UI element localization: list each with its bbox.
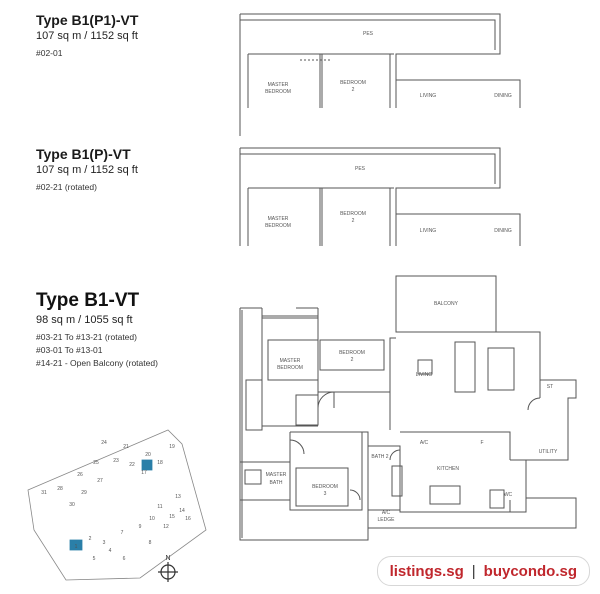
plan-b1 [239,275,577,541]
block-number: 5 [93,556,96,562]
unit-title: Type B1(P)-VT [36,146,131,162]
block-number: 22 [129,462,135,468]
plan-b1p [239,147,521,246]
block-number: 8 [149,540,152,546]
plan-label-kitchen: KITCHEN [437,466,459,472]
block-number: 27 [97,478,103,484]
plan-label-bedroom3: BEDROOM [312,484,338,490]
plan-label-dining: DINING [494,228,512,234]
plan-label-wc: WC [504,492,513,498]
block-number: 7 [121,530,124,536]
plan-label-2: 2 [351,357,354,363]
block-number: 28 [57,486,63,492]
north-arrow-icon: N [158,555,178,582]
block-number: 13 [175,494,181,500]
block-number: 4 [109,548,112,554]
plan-label-bedroom: BEDROOM [265,223,291,229]
block-number: 25 [93,460,99,466]
block-number: 1 [75,544,78,550]
block-number: 23 [113,458,119,464]
watermark-left: listings.sg [389,562,464,580]
plan-label-utility: UTILITY [539,449,558,455]
plan-label-bedroom2: BEDROOM [340,80,366,86]
plan-label-pes: PES [363,31,374,37]
unit-note: #02-01 [36,48,63,58]
plan-label-master-bath: MASTER [266,472,287,478]
unit-area: 107 sq m / 1152 sq ft [36,164,138,176]
block-number: 18 [157,460,163,466]
site-plan [27,429,207,581]
plan-label-master: MASTER [280,358,301,364]
plan-label-ledge: LEDGE [378,517,396,523]
block-number: 24 [101,440,107,446]
plan-label-3: 3 [324,491,327,497]
plan-label-2: 2 [352,87,355,93]
plan-label-f: F [480,440,483,446]
block-number: 26 [77,472,83,478]
block-number: 17 [141,470,147,476]
plan-label-bedroom2: BEDROOM [339,350,365,356]
plan-label-bedroom: BEDROOM [265,89,291,95]
block-number: 20 [145,452,151,458]
plan-label-balcony: BALCONY [434,301,459,307]
unit-note: #14-21 - Open Balcony (rotated) [36,358,158,368]
plan-label-bath2: BATH 2 [371,454,388,460]
unit-info-b1p: Type B1(P)-VT 107 sq m / 1152 sq ft #02-… [36,146,138,194]
block-number: 15 [169,514,175,520]
block-number: 11 [157,504,162,510]
block-number: 30 [69,502,75,508]
plan-label-bedroom: BEDROOM [277,365,303,371]
block-number: 9 [139,524,142,530]
plan-b1p1 [239,13,521,136]
unit-title: Type B1-VT [36,290,140,311]
unit-info-b1: Type B1-VT 98 sq m / 1055 sq ft #03-21 T… [36,290,158,370]
plan-label-ac: A/C [420,440,429,446]
plan-label-ac-ledge: A/C [382,510,391,516]
unit-area: 98 sq m / 1055 sq ft [36,314,133,326]
block-number: 29 [81,490,87,496]
north-label: N [165,555,170,562]
watermark: listings.sg | buycondo.sg [376,556,590,586]
block-number: 31 [41,490,47,496]
watermark-separator: | [471,562,476,580]
unit-area: 107 sq m / 1152 sq ft [36,30,138,42]
site-plan-numbers: 24 21 22 23 25 26 27 29 30 31 28 1 2 3 4… [41,440,191,562]
block-number: 19 [169,444,175,450]
block-number: 2 [89,536,92,542]
plan-label-living: LIVING [420,228,437,234]
block-number: 12 [163,524,169,530]
block-number: 14 [179,508,185,514]
plan-label-living: LIVING [416,372,433,378]
plan-label-st: ST [547,384,553,390]
unit-title: Type B1(P1)-VT [36,12,139,28]
plan-label-master: MASTER [268,216,289,222]
unit-notes: #03-21 To #13-21 (rotated) #03-01 To #13… [36,331,158,370]
plan-label-bedroom2: BEDROOM [340,211,366,217]
plan-label-2: 2 [352,218,355,224]
watermark-right: buycondo.sg [483,562,577,580]
block-number: 6 [123,556,126,562]
plan-label-living: LIVING [420,93,437,99]
plan-label-bath: BATH [270,480,283,486]
block-number: 3 [103,540,106,546]
unit-note: #03-01 To #13-01 [36,345,103,355]
unit-info-b1p1: Type B1(P1)-VT 107 sq m / 1152 sq ft #02… [36,12,138,60]
block-number: 10 [149,516,155,522]
plan-label-master: MASTER [268,82,289,88]
plan-label-pes: PES [355,166,366,172]
block-number: 16 [185,516,191,522]
plan-label-dining: DINING [494,93,512,99]
unit-note: #03-21 To #13-21 (rotated) [36,332,137,342]
unit-note: #02-21 (rotated) [36,182,97,192]
block-number: 21 [123,444,129,450]
